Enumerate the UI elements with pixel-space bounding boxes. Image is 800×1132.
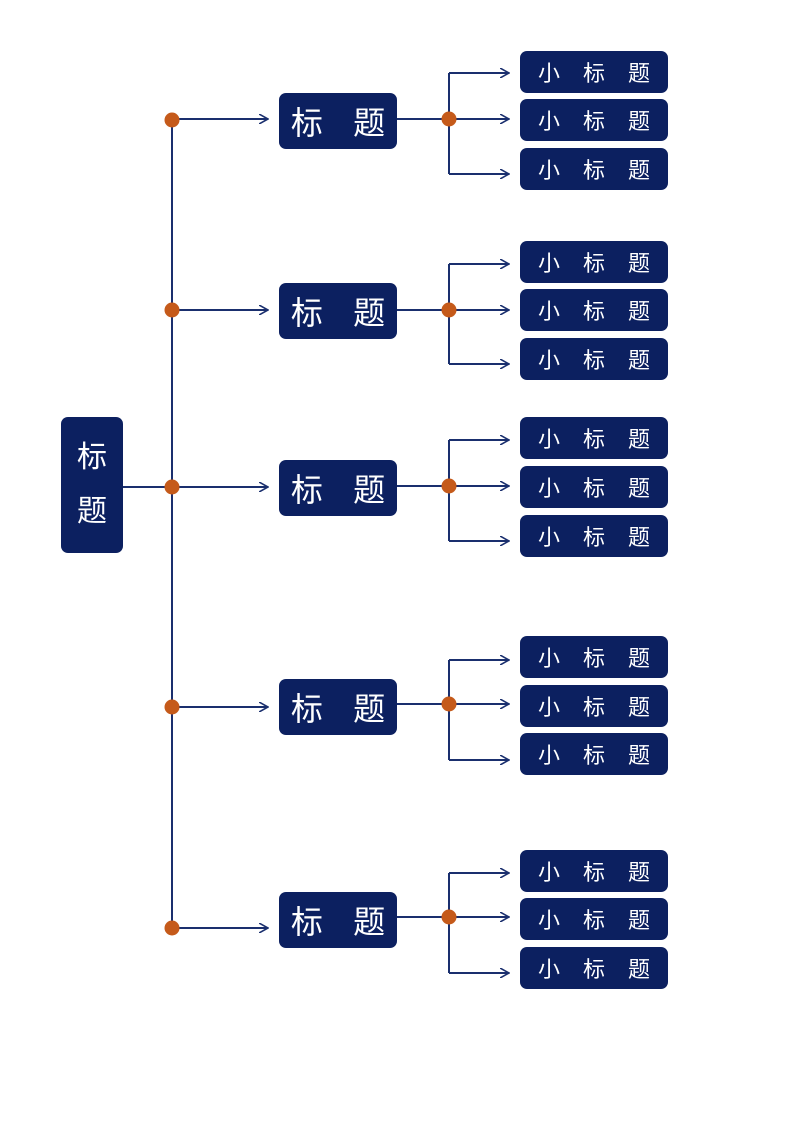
branch-node-dot-4 <box>441 696 457 712</box>
sub-node-2-1: 小 标 题 <box>520 241 668 283</box>
sub-node-3-2: 小 标 题 <box>520 466 668 508</box>
branch-node-dot-5 <box>441 909 457 925</box>
sub-node-5-1: 小 标 题 <box>520 850 668 892</box>
trunk-node-dot-3 <box>164 479 180 495</box>
branch-node-dot-1 <box>441 111 457 127</box>
branch-node-5: 标 题 <box>279 892 397 948</box>
branch-node-1: 标 题 <box>279 93 397 149</box>
sub-node-1-1: 小 标 题 <box>520 51 668 93</box>
branch-node-dot-2 <box>441 302 457 318</box>
sub-node-4-3: 小 标 题 <box>520 733 668 775</box>
sub-node-5-3: 小 标 题 <box>520 947 668 989</box>
sub-node-4-1: 小 标 题 <box>520 636 668 678</box>
trunk-node-dot-5 <box>164 920 180 936</box>
root-label-char-1: 标 <box>77 440 107 475</box>
sub-node-4-2: 小 标 题 <box>520 685 668 727</box>
branch-node-4: 标 题 <box>279 679 397 735</box>
trunk-node-dot-1 <box>164 112 180 128</box>
sub-node-3-1: 小 标 题 <box>520 417 668 459</box>
root-node: 标 题 <box>61 417 123 553</box>
sub-node-2-2: 小 标 题 <box>520 289 668 331</box>
trunk-node-dot-4 <box>164 699 180 715</box>
sub-node-2-3: 小 标 题 <box>520 338 668 380</box>
branch-node-2: 标 题 <box>279 283 397 339</box>
trunk-node-dot-2 <box>164 302 180 318</box>
sub-node-1-3: 小 标 题 <box>520 148 668 190</box>
sub-node-3-3: 小 标 题 <box>520 515 668 557</box>
sub-node-1-2: 小 标 题 <box>520 99 668 141</box>
branch-node-3: 标 题 <box>279 460 397 516</box>
sub-node-5-2: 小 标 题 <box>520 898 668 940</box>
root-label-char-2: 题 <box>77 494 107 529</box>
branch-node-dot-3 <box>441 478 457 494</box>
